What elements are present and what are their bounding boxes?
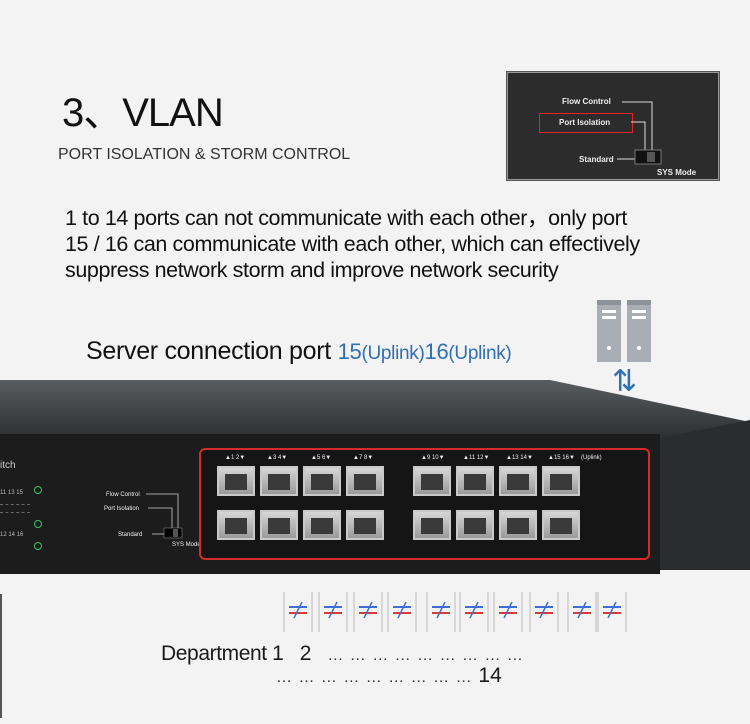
isolation-link-icon <box>493 592 523 632</box>
department-line: Department 1 2 … … … … … … … … … <box>161 642 524 666</box>
ethernet-port-12 <box>456 510 494 540</box>
ethernet-port-3 <box>260 466 298 496</box>
isolation-link-icon <box>387 592 417 632</box>
port-label-3-4: ▲3 4▼ <box>267 455 288 461</box>
ethernet-port-1 <box>217 466 255 496</box>
port-panel-frame: ▲1 2▼ ▲3 4▼ ▲5 6▼ ▲7 8▼ ▲9 10▼ ▲11 12▼ ▲… <box>199 448 650 560</box>
uplink-tag-1: (Uplink) <box>361 343 425 364</box>
department-label: Department <box>161 642 267 665</box>
isolation-link-icon <box>318 592 348 632</box>
port-label-7-8: ▲7 8▼ <box>353 455 374 461</box>
port-label-5-6: ▲5 6▼ <box>311 455 332 461</box>
inset-sys-mode-label: SYS Mode <box>657 168 697 177</box>
led-divider <box>0 512 30 513</box>
left-edge-bar <box>0 594 2 718</box>
isolation-link-icon <box>426 592 456 632</box>
ethernet-port-11 <box>456 466 494 496</box>
server-connection-label: Server connection port <box>86 337 331 365</box>
department-number-2: 2 <box>299 642 312 665</box>
dip-switch-icon <box>146 493 183 539</box>
isolation-link-icon <box>529 592 559 632</box>
cable-row <box>283 592 633 632</box>
up-down-arrow-icon: ⇅ <box>612 365 638 398</box>
page-title: 3、VLAN <box>62 91 224 135</box>
isolation-link-icon <box>353 592 383 632</box>
description-line-3: suppress network storm and improve netwo… <box>65 258 559 282</box>
department-dots-row-2: … … … … … … … … … <box>276 669 473 686</box>
led-indicator <box>34 542 42 550</box>
ethernet-port-6 <box>303 510 341 540</box>
ethernet-port-4 <box>260 510 298 540</box>
ethernet-port-5 <box>303 466 341 496</box>
isolation-link-icon <box>283 592 313 632</box>
description-text: 1 to 14 ports can not communicate with e… <box>65 205 665 283</box>
switch-side-panel <box>650 420 750 570</box>
isolation-link-icon <box>567 592 597 632</box>
port-label-1-2: ▲1 2▼ <box>225 455 246 461</box>
port-isolation-label: Port Isolation <box>104 506 140 512</box>
server-connection-line: Server connection port 15(Uplink)16(Upli… <box>86 337 512 366</box>
led-indicator <box>34 520 42 528</box>
port-label-13-14: ▲13 14▼ <box>506 455 533 461</box>
inset-standard-label: Standard <box>579 155 614 164</box>
inset-port-isolation-label: Port Isolation <box>559 118 611 127</box>
description-line-2: 15 / 16 can communicate with each other,… <box>65 232 640 256</box>
sys-mode-label: SYS Mode <box>172 542 201 548</box>
department-line-2: … … … … … … … … … 14 <box>276 664 502 688</box>
department-dots-row-1: … … … … … … … … … <box>327 647 524 664</box>
highlight-box <box>539 113 633 133</box>
department-number-14: 14 <box>478 664 502 687</box>
ethernet-port-7 <box>346 466 384 496</box>
led-numbers-top: 11 13 15 <box>0 490 23 496</box>
uplink-label: (Uplink) <box>581 455 602 461</box>
ethernet-port-8 <box>346 510 384 540</box>
isolation-link-icon <box>597 592 627 632</box>
inset-flow-control-label: Flow Control <box>562 97 611 106</box>
switch-brand-word: itch <box>0 460 16 471</box>
port-label-9-10: ▲9 10▼ <box>421 455 445 461</box>
server-icon <box>597 300 651 362</box>
ethernet-port-13 <box>499 466 537 496</box>
ethernet-port-2 <box>217 510 255 540</box>
ethernet-port-16 <box>542 510 580 540</box>
page-subtitle: PORT ISOLATION & STORM CONTROL <box>58 146 351 163</box>
port-16-number: 16 <box>424 339 449 364</box>
led-divider <box>0 504 30 505</box>
uplink-tag-2: (Uplink) <box>448 343 512 364</box>
port-label-15-16: ▲15 16▼ <box>548 455 575 461</box>
ethernet-port-15 <box>542 466 580 496</box>
led-indicator <box>34 486 42 494</box>
flow-control-label: Flow Control <box>106 492 140 498</box>
description-line-1: 1 to 14 ports can not communicate with e… <box>65 206 627 230</box>
isolation-link-icon <box>459 592 489 632</box>
standard-label: Standard <box>118 532 143 538</box>
switch-top-surface <box>0 380 750 440</box>
dip-switch-inset: Flow Control Port Isolation Standard SYS… <box>506 71 720 181</box>
ethernet-port-10 <box>413 510 451 540</box>
ethernet-port-14 <box>499 510 537 540</box>
port-label-11-12: ▲11 12▼ <box>463 455 490 461</box>
led-numbers-bottom: 12 14 16 <box>0 532 24 538</box>
department-number-1: 1 <box>272 642 284 665</box>
port-15-number: 15 <box>337 339 362 364</box>
ethernet-port-9 <box>413 466 451 496</box>
inset-leader-lines <box>617 101 662 165</box>
